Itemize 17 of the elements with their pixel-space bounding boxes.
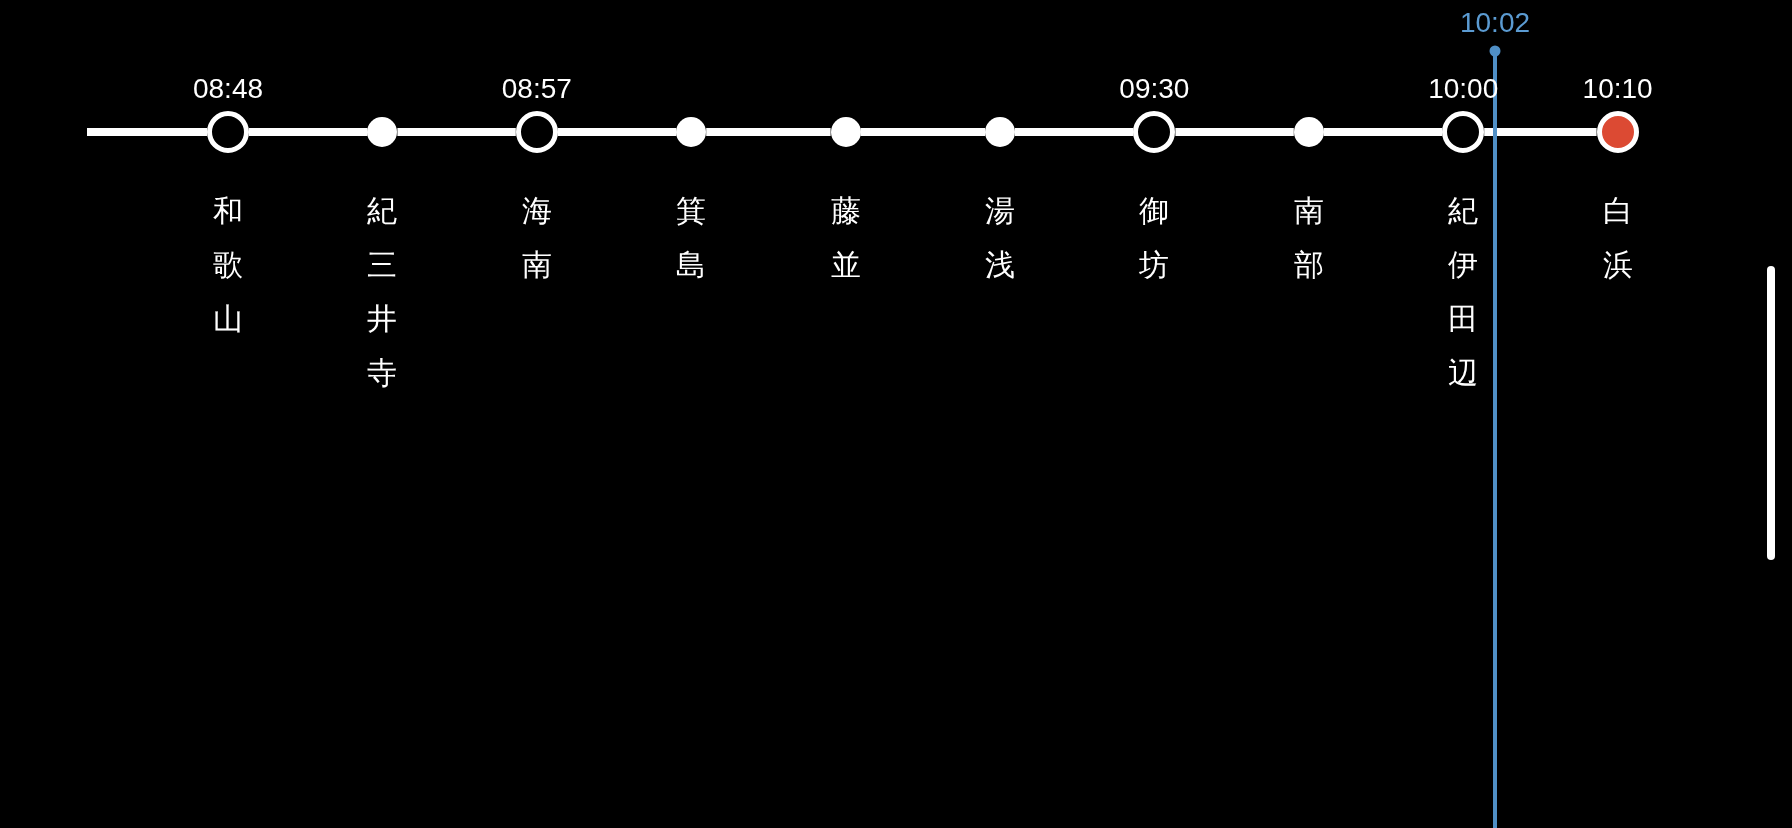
route-line	[706, 128, 831, 136]
station-name: 白浜	[1602, 193, 1633, 283]
station-name: 海南	[521, 193, 552, 283]
station-name: 和歌山	[213, 193, 243, 337]
station-name: 紀伊田辺	[1448, 193, 1479, 391]
arrival-time: 08:48	[192, 75, 264, 103]
station-name: 藤並	[830, 193, 861, 283]
station-name: 紀三井寺	[367, 193, 398, 391]
station-name: 御坊	[1139, 193, 1170, 283]
arrival-time: 09:30	[1119, 75, 1190, 103]
current-time-label: 10:02	[1459, 9, 1531, 37]
station-name: 湯浅	[985, 193, 1015, 283]
arrival-time: 10:10	[1582, 75, 1653, 103]
arrival-time: 08:57	[501, 75, 572, 103]
route-line	[860, 128, 985, 136]
station-name: 箕島	[676, 193, 707, 283]
station-name: 南部	[1293, 193, 1324, 283]
